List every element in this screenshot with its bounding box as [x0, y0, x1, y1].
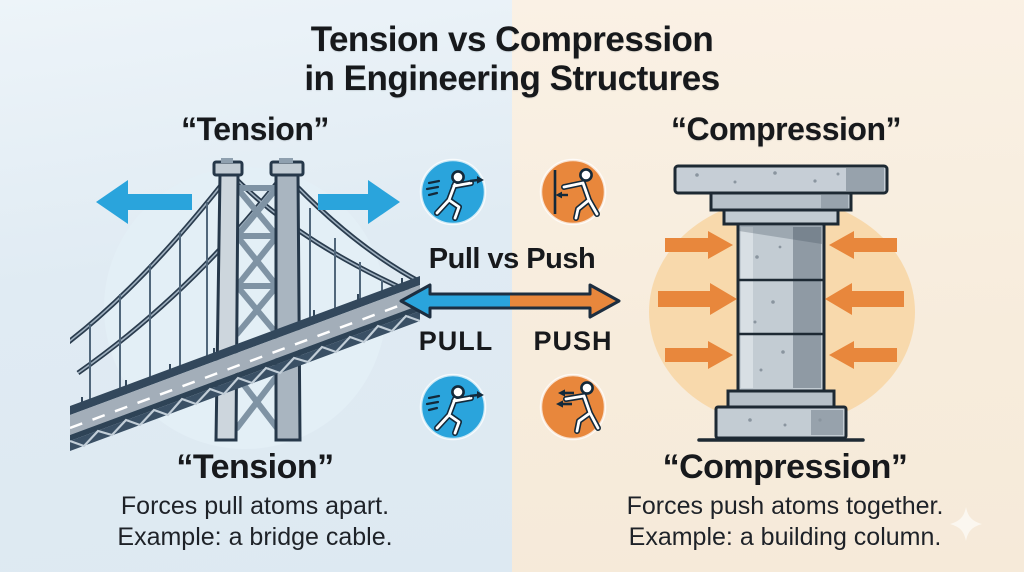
tension-arrow-right — [318, 180, 400, 224]
suspension-bridge-illustration — [70, 158, 420, 452]
bridge-deck — [70, 276, 420, 452]
concrete-speckles — [695, 171, 840, 427]
tension-arrow-left — [96, 180, 192, 224]
stone-column-illustration — [649, 164, 915, 442]
pull-push-double-arrow — [399, 283, 621, 319]
compression-caption: Forces push atoms together. Example: a b… — [585, 491, 985, 553]
compression-caption-line2: Example: a building column. — [628, 523, 942, 551]
pull-vs-push-heading: Pull vs Push — [428, 243, 596, 275]
bridge-railing-posts — [81, 278, 403, 405]
pull-figure-icon — [419, 373, 487, 441]
compression-arrows-right — [825, 231, 904, 369]
page-title: Tension vs Compression in Engineering St… — [0, 20, 1024, 98]
compression-caption-heading: “Compression” — [662, 448, 908, 486]
tension-heading: “Tension” — [181, 111, 329, 147]
speed-lines — [425, 394, 441, 412]
sparkle-icon — [950, 507, 982, 541]
pull-label: PULL — [418, 326, 494, 356]
pull-figure-icon — [419, 158, 487, 226]
page-title-line1: Tension vs Compression — [310, 20, 714, 59]
push-label: PUSH — [533, 326, 613, 356]
push-figure-icon — [539, 158, 607, 226]
compression-caption-line1: Forces push atoms together. — [626, 492, 944, 520]
stone-column — [673, 164, 889, 442]
speed-lines — [425, 179, 441, 197]
tension-caption-line1: Forces pull atoms apart. — [120, 492, 390, 520]
page-title-line2: in Engineering Structures — [304, 59, 720, 99]
tension-caption-heading: “Tension” — [176, 448, 334, 486]
compression-arrows-left — [658, 231, 737, 369]
push-figure-icon — [539, 373, 607, 441]
compression-heading: “Compression” — [671, 111, 901, 147]
tension-caption-line2: Example: a bridge cable. — [117, 523, 393, 551]
tension-caption: Forces pull atoms apart. Example: a brid… — [55, 491, 455, 553]
